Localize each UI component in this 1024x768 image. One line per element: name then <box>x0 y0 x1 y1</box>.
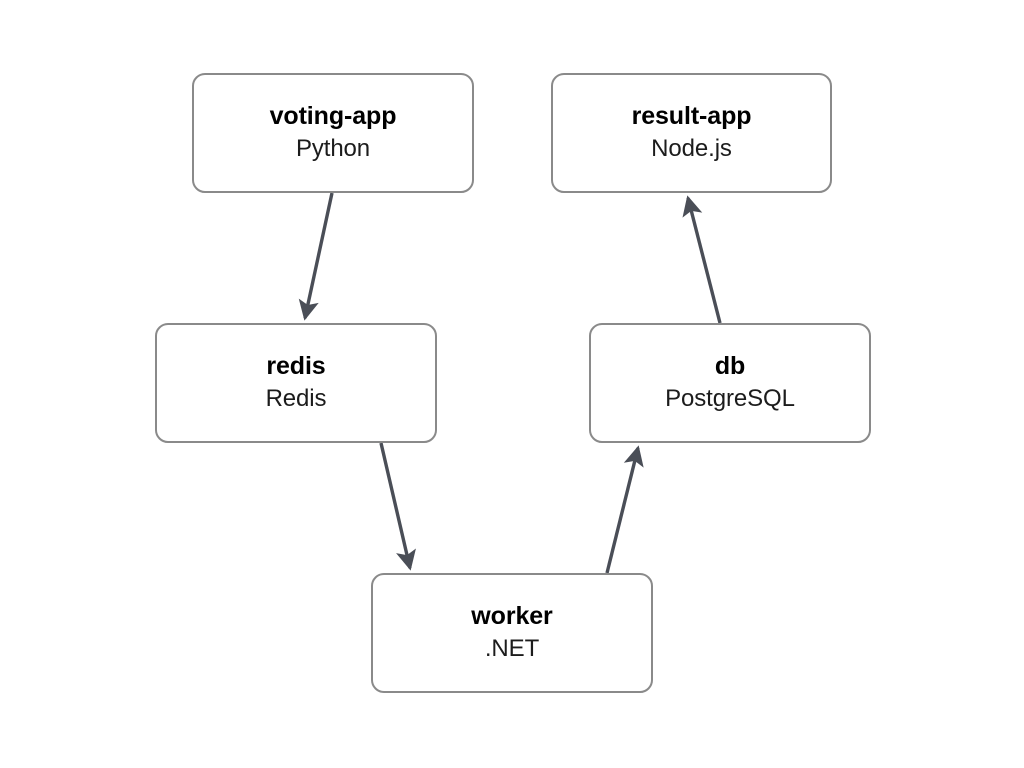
node-subtitle: Node.js <box>651 135 732 163</box>
node-redis[interactable]: redis Redis <box>155 323 437 443</box>
node-worker[interactable]: worker .NET <box>371 573 653 693</box>
node-title: result-app <box>631 102 752 131</box>
edge-voting-app-to-redis <box>298 192 334 321</box>
node-title: db <box>714 352 746 381</box>
node-subtitle: Python <box>295 135 371 163</box>
node-title: voting-app <box>269 102 397 131</box>
node-title: redis <box>266 352 326 381</box>
node-db[interactable]: db PostgreSQL <box>589 323 871 443</box>
node-result-app[interactable]: result-app Node.js <box>551 73 832 193</box>
node-subtitle: PostgreSQL <box>665 385 795 413</box>
node-title: worker <box>471 602 553 631</box>
node-subtitle: .NET <box>484 635 540 663</box>
node-voting-app[interactable]: voting-app Python <box>192 73 474 193</box>
edge-db-to-result-app <box>682 195 722 324</box>
node-subtitle: Redis <box>265 385 327 413</box>
edge-redis-to-worker <box>379 442 416 571</box>
edge-worker-to-db <box>605 445 644 574</box>
